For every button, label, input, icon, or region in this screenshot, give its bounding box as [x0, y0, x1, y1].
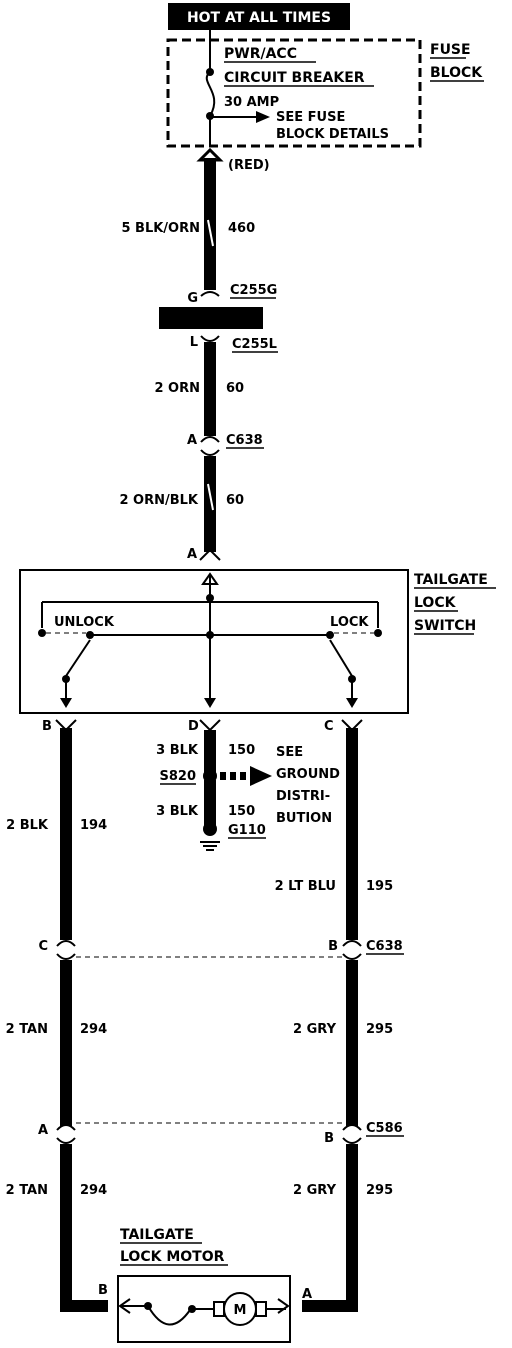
c586-left-pin: A [38, 1123, 48, 1138]
right-seg2-circuit: 295 [366, 1022, 393, 1037]
splice-label: S820 [160, 769, 197, 784]
left-seg3-gauge-color: 2 TAN [6, 1183, 48, 1198]
left-seg1-circuit: 194 [80, 818, 107, 833]
switch-pin-c: C [324, 719, 334, 734]
breaker-label-line1: PWR/ACC [224, 46, 297, 62]
feed-seg2-circuit: 60 [226, 381, 244, 396]
right-seg3-circuit: 295 [366, 1183, 393, 1198]
see-fuse-line1: SEE FUSE [276, 110, 345, 125]
circuit-breaker-symbol [205, 71, 216, 117]
feed-seg3-gauge-color: 2 ORN/BLK [119, 493, 198, 508]
see-fuse-line2: BLOCK DETAILS [276, 127, 389, 142]
feed-seg2-gauge-color: 2 ORN [154, 381, 200, 396]
ground-wire2-gauge-color: 3 BLK [156, 804, 199, 819]
right-seg2-gauge-color: 2 GRY [293, 1022, 337, 1037]
c638-top-label: C638 [226, 433, 263, 448]
ground-wire1-gauge-color: 3 BLK [156, 743, 199, 758]
right-seg3-gauge-color: 2 GRY [293, 1183, 337, 1198]
feed-color-note: (RED) [228, 158, 270, 173]
motor-pin-b: B [98, 1283, 108, 1298]
feed-seg1-gauge-color: 5 BLK/ORN [121, 221, 200, 236]
left-seg3-circuit: 294 [80, 1183, 107, 1198]
switch-title-line1: TAILGATE [414, 572, 488, 588]
left-seg2-circuit: 294 [80, 1022, 107, 1037]
power-label: HOT AT ALL TIMES [187, 10, 331, 26]
wire-break-mark [207, 219, 214, 247]
c638-mid-label: C638 [366, 939, 403, 954]
switch-input-pin: A [187, 547, 197, 562]
power-banner [168, 3, 350, 30]
splice-s820 [203, 769, 217, 783]
motor-pin-a: A [302, 1287, 312, 1302]
c255g-pin: G [187, 291, 198, 306]
tailgate-lock-motor-box [117, 1275, 291, 1343]
left-seg1-gauge-color: 2 BLK [6, 818, 49, 833]
ground-wire1-circuit: 150 [228, 743, 255, 758]
c638-left-pin: C [38, 939, 48, 954]
switch-unlock-label: UNLOCK [54, 615, 115, 630]
fuse-block-title-line1: FUSE [430, 42, 471, 58]
breaker-amperage: 30 AMP [224, 95, 279, 110]
see-ground-line1: SEE [276, 745, 303, 760]
fuse-block-title-line2: BLOCK [430, 65, 483, 81]
feed-seg3-circuit: 60 [226, 493, 244, 508]
see-ground-line2: GROUND [276, 767, 340, 782]
c586-label: C586 [366, 1121, 403, 1136]
tailgate-lock-switch-box [19, 569, 409, 714]
c255l-pin: L [190, 335, 198, 350]
c638-right-pin: B [328, 939, 338, 954]
ground-wire2-circuit: 150 [228, 804, 255, 819]
see-ground-line3: DISTRI- [276, 789, 330, 804]
c638-top-pin: A [187, 433, 197, 448]
motor-title-line1: TAILGATE [120, 1227, 194, 1243]
breaker-label-line2: CIRCUIT BREAKER [224, 70, 365, 86]
c255l-label: C255L [232, 337, 277, 352]
feed-seg1-circuit: 460 [228, 221, 255, 236]
c255-connector-block [159, 307, 263, 329]
switch-title-line3: SWITCH [414, 618, 476, 634]
ground-distribution-arrow [250, 766, 272, 786]
switch-pin-d: D [188, 719, 199, 734]
see-fuse-arrow [256, 111, 270, 123]
right-seg1-gauge-color: 2 LT BLU [275, 879, 336, 894]
left-seg2-gauge-color: 2 TAN [6, 1022, 48, 1037]
c586-right-pin: B [324, 1131, 334, 1146]
right-seg1-circuit: 195 [366, 879, 393, 894]
fuse-block-boundary [166, 38, 422, 148]
switch-pin-b: B [42, 719, 52, 734]
c255g-label: C255G [230, 283, 277, 298]
switch-lock-label: LOCK [330, 615, 369, 630]
switch-title-line2: LOCK [414, 595, 457, 611]
motor-symbol: M [234, 1303, 247, 1318]
ground-point-label: G110 [228, 823, 266, 838]
see-ground-line4: BUTION [276, 811, 332, 826]
motor-title-line2: LOCK MOTOR [120, 1249, 225, 1265]
